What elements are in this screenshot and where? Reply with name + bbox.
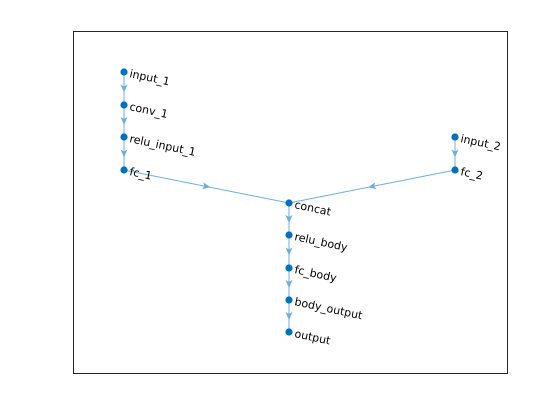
node-conv_1[interactable] <box>120 101 128 109</box>
node-fc_body[interactable] <box>285 264 293 272</box>
node-concat[interactable] <box>285 199 293 207</box>
edge-arrowhead-relu_body-to-fc_body <box>285 247 293 256</box>
node-label-fc_2: fc_2 <box>459 165 484 182</box>
nodes-layer <box>120 68 459 336</box>
edge-arrowhead-fc_body-to-body_output <box>285 280 293 288</box>
edge-arrowhead-relu_input_1-to-fc_1 <box>120 149 128 158</box>
node-relu_body[interactable] <box>285 231 293 239</box>
node-input_1[interactable] <box>120 68 128 76</box>
node-relu_input_1[interactable] <box>120 133 128 141</box>
edge-arrowhead-input_2-to-fc_2 <box>451 149 459 158</box>
edge-arrowhead-concat-to-relu_body <box>285 215 293 223</box>
node-body_output[interactable] <box>285 296 293 304</box>
node-fc_1[interactable] <box>120 166 128 174</box>
edges-layer <box>120 72 459 332</box>
node-input_2[interactable] <box>451 133 459 141</box>
node-label-fc_1: fc_1 <box>128 165 153 182</box>
edge-arrowhead-fc_1-to-concat <box>201 182 211 190</box>
edge-arrowhead-body_output-to-output <box>285 312 293 320</box>
node-fc_2[interactable] <box>451 166 459 174</box>
node-output[interactable] <box>285 328 293 336</box>
edge-arrowhead-conv_1-to-relu_input_1 <box>120 117 128 125</box>
edge-arrowhead-input_1-to-conv_1 <box>120 84 128 93</box>
edge-arrowhead-fc_2-to-concat <box>368 182 377 190</box>
